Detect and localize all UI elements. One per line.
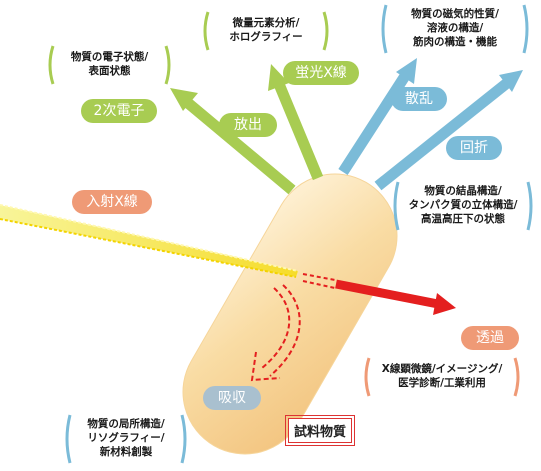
note-line: 溶液の構造/ bbox=[426, 22, 484, 34]
emission-label: 放出 bbox=[219, 113, 277, 137]
note-line: リソグラフィー/ bbox=[87, 432, 165, 444]
note-line: 新材料創製 bbox=[99, 446, 153, 458]
scattering-note: 物質の磁気的性質/ 溶液の構造/ 筋肉の構造・機能 bbox=[380, 3, 530, 55]
bracket-decoration bbox=[48, 45, 171, 85]
bracket-decoration bbox=[364, 357, 520, 397]
bracket-decoration bbox=[65, 414, 187, 464]
bracket-decoration bbox=[381, 4, 529, 54]
incident-beam bbox=[0, 204, 299, 278]
transmission-note: X線顕微鏡/イメージング/ 医学診断/工業利用 bbox=[363, 356, 521, 398]
note-line: タンパク質の立体構造/ bbox=[408, 199, 518, 211]
note-line: ホログラフィー bbox=[229, 31, 303, 43]
absorption-note: 物質の局所構造/ リソグラフィー/ 新材料創製 bbox=[64, 413, 188, 465]
diffraction-arrow bbox=[374, 70, 523, 191]
electron-label: 2次電子 bbox=[81, 99, 157, 123]
transmission-label: 透過 bbox=[461, 326, 519, 350]
diffraction-note: 物質の結晶構造/ タンパク質の立体構造/ 高温高圧下の状態 bbox=[392, 180, 534, 232]
note-line: 筋肉の構造・機能 bbox=[413, 36, 497, 48]
bracket-decoration bbox=[393, 181, 533, 231]
sample-capsule bbox=[182, 173, 398, 455]
note-line: 物質の局所構造/ bbox=[87, 418, 165, 430]
absorption-arrow bbox=[250, 284, 301, 382]
incident-xray-label: 入射X線 bbox=[72, 190, 152, 214]
fluorescence-note: 微量元素分析/ ホログラフィー bbox=[202, 10, 330, 52]
fluorescence-arrow bbox=[268, 64, 324, 181]
electron-note: 物質の電子状態/ 表面状態 bbox=[47, 44, 172, 86]
note-line: 医学診断/工業利用 bbox=[398, 377, 486, 389]
scattering-label: 散乱 bbox=[391, 87, 447, 111]
sample-label: 試料物質 bbox=[284, 415, 356, 446]
transmission-arrow bbox=[302, 273, 456, 315]
note-line: 物質の電子状態/ bbox=[70, 51, 149, 63]
note-line: 物質の結晶構造/ bbox=[424, 185, 502, 197]
fluorescence-label: 蛍光X線 bbox=[283, 61, 359, 85]
note-line: X線顕微鏡/イメージング/ bbox=[381, 363, 503, 375]
absorption-label: 吸収 bbox=[203, 386, 261, 410]
note-line: 微量元素分析/ bbox=[232, 17, 300, 29]
note-line: 物質の磁気的性質/ bbox=[411, 8, 499, 20]
note-line: 高温高圧下の状態 bbox=[421, 213, 505, 225]
diffraction-label: 回折 bbox=[446, 136, 502, 160]
bracket-decoration bbox=[203, 11, 329, 51]
note-line: 表面状態 bbox=[88, 65, 131, 77]
electron-arrow bbox=[170, 88, 296, 195]
